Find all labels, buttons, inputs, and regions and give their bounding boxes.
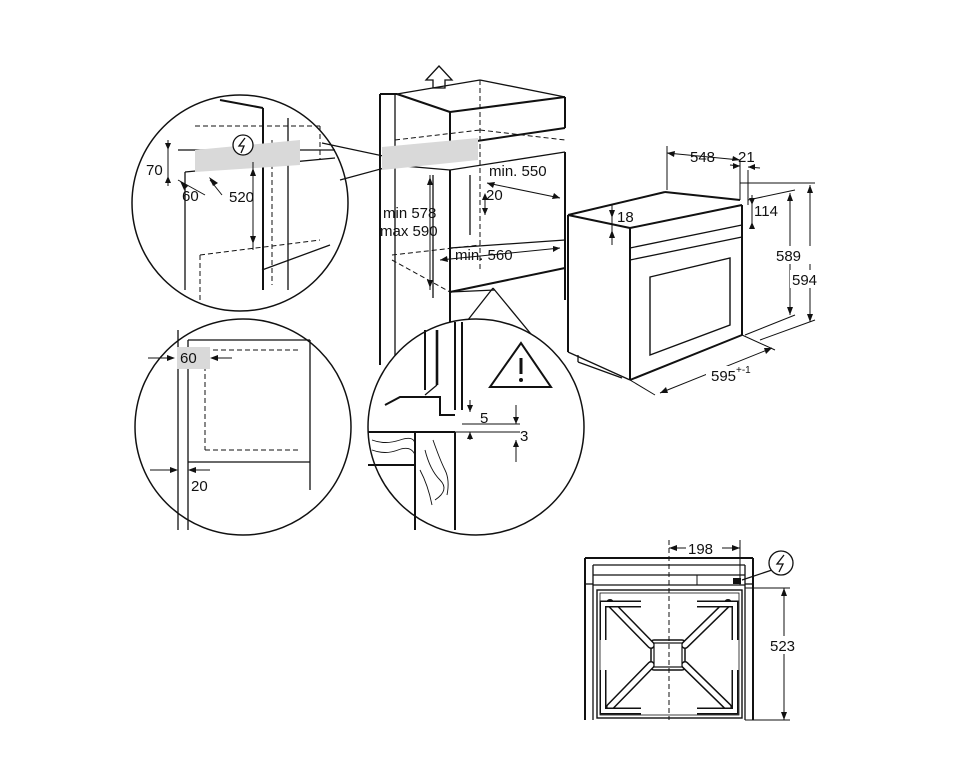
dim-20-side: 20 <box>191 478 208 495</box>
dim-3: 3 <box>520 428 528 445</box>
dim-60-top: 60 <box>182 188 199 205</box>
dim-520: 520 <box>229 189 254 206</box>
dim-114: 114 <box>754 203 778 220</box>
dim-594: 594 <box>792 272 817 289</box>
dim-21: 21 <box>738 149 755 166</box>
top-detail-circle: 70 60 520 <box>131 94 389 312</box>
dim-60-side: 60 <box>180 350 197 367</box>
up-arrow-icon <box>424 65 454 89</box>
dim-589: 589 <box>776 248 801 265</box>
oven-rear-view: 198 523 <box>584 539 804 721</box>
rail-detail-circle: 5 3 <box>367 318 585 536</box>
dim-min-560: min. 560 <box>455 247 513 264</box>
warning-triangle-icon <box>488 341 553 388</box>
dim-20-niche: 20 <box>486 187 503 204</box>
cabinet-niche: min. 550 20 min 578 max 590 min. 560 <box>379 65 566 365</box>
dim-18: 18 <box>617 209 634 226</box>
electric-hazard-icon <box>232 134 254 156</box>
dim-max-590: max 590 <box>380 223 438 240</box>
rear-electric-hazard-icon <box>768 550 794 576</box>
dim-5: 5 <box>480 410 488 427</box>
dim-min-578: min 578 <box>383 205 436 222</box>
dim-70: 70 <box>146 162 163 179</box>
dim-523: 523 <box>770 638 795 655</box>
dim-548: 548 <box>690 149 715 166</box>
dim-198: 198 <box>688 541 713 558</box>
dim-595-tolerance: +-1 <box>736 365 751 376</box>
dim-595: 595 <box>711 368 736 385</box>
oven-unit: 548 21 18 114 589 594 <box>567 146 824 396</box>
side-detail-circle: 60 20 <box>134 318 352 536</box>
fan-cover <box>599 599 739 715</box>
dim-min-550: min. 550 <box>489 163 547 180</box>
